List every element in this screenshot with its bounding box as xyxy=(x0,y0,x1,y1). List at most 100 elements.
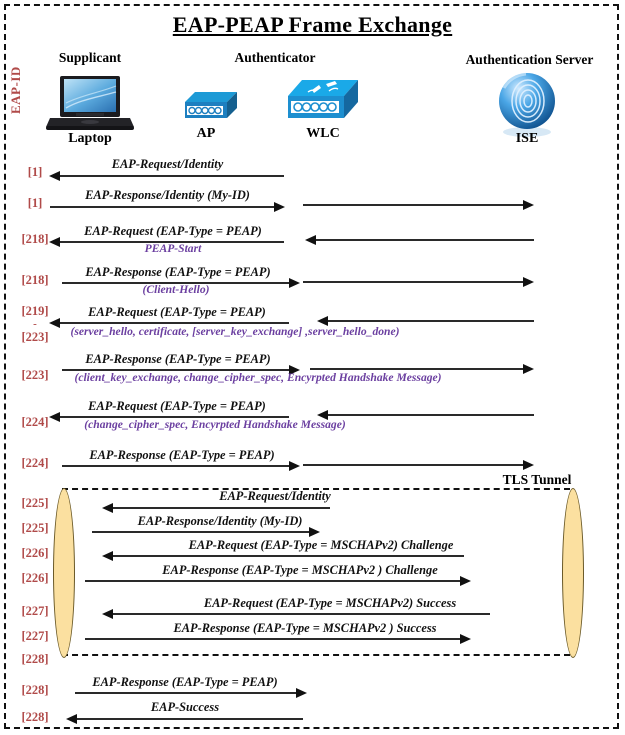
arrowhead-right-1 xyxy=(274,202,285,212)
message-subtext-4: (server_hello, certificate, [server_key_… xyxy=(70,325,400,338)
arrow-7-right-leg xyxy=(303,464,524,466)
message-text-2: EAP-Request (EAP-Type = PEAP) xyxy=(84,224,262,238)
tls-tunnel-right-oval xyxy=(562,488,584,658)
eap-id-t4: [226] xyxy=(21,571,49,585)
message-subtext-2: PEAP-Start xyxy=(144,242,202,255)
eap-id-5a: [219] xyxy=(21,304,49,318)
eap-id-6: [223] xyxy=(21,368,49,382)
message-subtext-6: (change_cipher_spec, Encyrpted Handshake… xyxy=(84,418,346,431)
page-title: EAP-PEAP Frame Exchange xyxy=(172,12,453,37)
eap-id-t7: [228] xyxy=(21,652,49,666)
tunnel-message-text-1: EAP-Response/Identity (My-ID) xyxy=(137,514,303,528)
arrow-4 xyxy=(58,322,289,324)
arrowhead-right-7-leg xyxy=(523,460,534,470)
message-text-3: EAP-Response (EAP-Type = PEAP) xyxy=(85,265,271,279)
eap-id-t1: [225] xyxy=(21,496,49,510)
role-authentication-server: Authentication Server xyxy=(465,52,594,67)
tunnel-arrow-3 xyxy=(85,580,461,582)
arrow-1-right-leg xyxy=(303,204,524,206)
fingerprint-sphere-icon xyxy=(490,70,564,143)
tls-tunnel-region xyxy=(62,488,570,656)
arrowhead-left-2-leg xyxy=(305,235,316,245)
eap-id-3: [218] xyxy=(21,232,49,246)
tunnel-message-text-3: EAP-Response (EAP-Type = MSCHAPv2 ) Chal… xyxy=(162,563,438,577)
eap-id-axis-label: EAP-ID xyxy=(8,66,23,114)
final-arrow-1 xyxy=(75,718,303,720)
arrowhead-left-0 xyxy=(49,171,60,181)
role-authenticator: Authenticator xyxy=(234,50,316,65)
eap-id-t2: [225] xyxy=(21,521,49,535)
tunnel-message-text-2: EAP-Request (EAP-Type = MSCHAPv2) Challe… xyxy=(188,538,454,552)
device-wlc-label: WLC xyxy=(306,126,340,141)
tls-tunnel-left-oval xyxy=(53,488,75,658)
arrowhead-right-5-leg xyxy=(523,364,534,374)
message-text-0: EAP-Request/Identity xyxy=(111,157,224,171)
arrow-5-right-leg xyxy=(310,368,524,370)
eap-id-5-dash: - xyxy=(33,318,37,330)
tunnel-arrowhead-right-1 xyxy=(309,527,320,537)
message-subtext-3: (Client-Hello) xyxy=(142,283,210,296)
eap-id-7: [224] xyxy=(21,415,49,429)
tunnel-arrowhead-left-2 xyxy=(102,551,113,561)
tunnel-message-text-5: EAP-Response (EAP-Type = MSCHAPv2 ) Succ… xyxy=(173,621,437,635)
eap-id-2: [1] xyxy=(27,196,43,210)
tls-tunnel-label: TLS Tunnel xyxy=(502,472,572,487)
message-text-5: EAP-Response (EAP-Type = PEAP) xyxy=(85,352,271,366)
arrow-0 xyxy=(58,175,284,177)
arrow-3-right-leg xyxy=(303,281,524,283)
final-arrowhead-right-0 xyxy=(296,688,307,698)
message-text-6: EAP-Request (EAP-Type = PEAP) xyxy=(88,399,266,413)
eap-id-f1: [228] xyxy=(21,683,49,697)
eap-id-1: [1] xyxy=(27,165,43,179)
eap-id-8: [224] xyxy=(21,456,49,470)
arrowhead-right-7 xyxy=(289,461,300,471)
arrow-5 xyxy=(62,369,290,371)
eap-id-t6: [227] xyxy=(21,629,49,643)
message-text-7: EAP-Response (EAP-Type = PEAP) xyxy=(89,448,275,462)
arrowhead-left-4 xyxy=(49,318,60,328)
arrow-4-right-leg xyxy=(327,320,534,322)
tunnel-arrow-5 xyxy=(85,638,461,640)
tunnel-arrow-2 xyxy=(112,555,464,557)
eap-id-4: [218] xyxy=(21,273,49,287)
arrowhead-right-1-leg xyxy=(523,200,534,210)
arrowhead-right-3 xyxy=(289,278,300,288)
tunnel-arrowhead-left-0 xyxy=(102,503,113,513)
tunnel-arrowhead-left-4 xyxy=(102,609,113,619)
eap-id-f2: [228] xyxy=(21,710,49,724)
arrow-7 xyxy=(62,465,290,467)
role-supplicant: Supplicant xyxy=(58,50,122,65)
final-arrow-0 xyxy=(75,692,297,694)
eap-id-5b: [223] xyxy=(21,330,49,344)
arrow-2 xyxy=(58,241,284,243)
wireless-controller-icon xyxy=(282,76,364,133)
message-subtext-5: (client_key_exchange, change_cipher_spec… xyxy=(74,371,442,384)
tunnel-arrow-1 xyxy=(92,531,310,533)
eap-id-t5: [227] xyxy=(21,604,49,618)
tunnel-arrowhead-right-5 xyxy=(460,634,471,644)
device-laptop-label: Laptop xyxy=(68,131,112,146)
arrowhead-right-5 xyxy=(289,365,300,375)
tunnel-arrowhead-right-3 xyxy=(460,576,471,586)
final-message-text-0: EAP-Response (EAP-Type = PEAP) xyxy=(92,675,278,689)
final-arrowhead-left-1 xyxy=(66,714,77,724)
arrowhead-left-6 xyxy=(49,412,60,422)
tunnel-arrow-4 xyxy=(112,613,490,615)
arrow-3 xyxy=(62,282,290,284)
device-ap-label: AP xyxy=(196,126,216,141)
eap-id-t3: [226] xyxy=(21,546,49,560)
laptop-icon xyxy=(42,74,138,137)
tunnel-message-text-0: EAP-Request/Identity xyxy=(219,489,331,503)
diagram-outer-border xyxy=(4,4,619,729)
arrowhead-right-3-leg xyxy=(523,277,534,287)
arrow-1 xyxy=(50,206,275,208)
arrowhead-left-2 xyxy=(49,237,60,247)
access-point-icon xyxy=(175,90,237,131)
arrowhead-left-4-leg xyxy=(317,316,328,326)
final-message-text-1: EAP-Success xyxy=(150,700,220,714)
tunnel-message-text-4: EAP-Request (EAP-Type = MSCHAPv2) Succes… xyxy=(203,596,457,610)
message-text-4: EAP-Request (EAP-Type = PEAP) xyxy=(88,305,266,319)
arrow-6-right-leg xyxy=(327,414,534,416)
device-ise-label: ISE xyxy=(515,131,539,146)
